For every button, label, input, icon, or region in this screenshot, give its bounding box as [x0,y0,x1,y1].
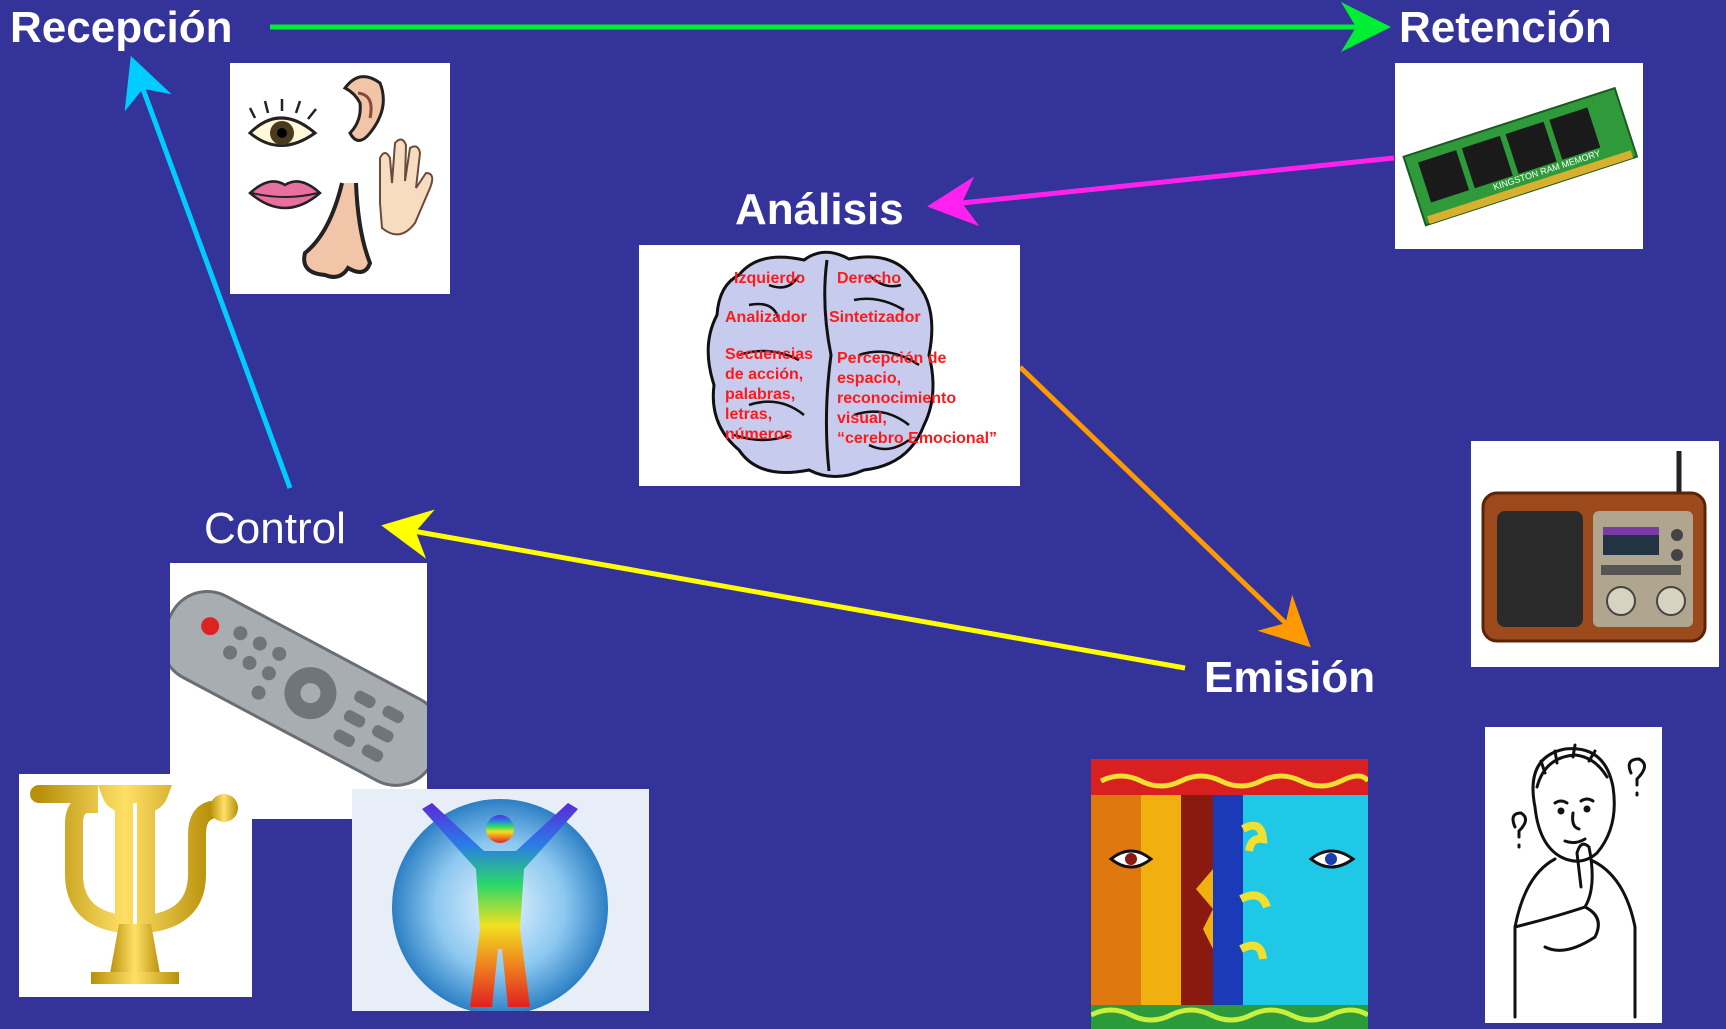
brain-right-title: Derecho [837,270,901,287]
senses-icon [247,75,434,279]
remote-control-icon [170,589,427,787]
ram-image: KINGSTON RAM MEMORY [1395,63,1643,249]
brain-right-line-1: Percepción de [837,350,946,367]
arrow-analisis-to-emision [1018,365,1311,648]
senses-image [230,63,450,294]
brain-left-line-5: números [725,426,793,443]
radio-icon [1481,451,1707,643]
radio-image [1471,441,1719,667]
aura-image [352,789,649,1011]
brain-left-title: Izquierdo [734,270,805,287]
faces-image [1091,759,1368,1029]
ram-memory-icon: KINGSTON RAM MEMORY [1395,63,1643,249]
psi-image [19,774,252,997]
label-recepcion: Recepción [10,3,233,52]
brain-left-line-4: letras, [725,406,772,423]
brain-left-line-1: Secuencias [725,346,813,363]
label-retencion: Retención [1399,3,1612,52]
brain-left-line-3: palabras, [725,386,795,403]
thinking-image [1485,727,1662,1023]
label-emision: Emisión [1204,653,1376,702]
brain-image: Izquierdo Derecho Analizador Sintetizado… [639,245,1020,486]
brain-right-line-5: “cerebro Emocional” [837,430,997,447]
brain-right-role: Sintetizador [829,309,921,326]
brain-left-line-2: de acción, [725,366,803,383]
arrow-retencion-to-analisis [927,155,1395,227]
label-control: Control [204,504,346,553]
arrow-emision-to-control [381,509,1186,671]
aura-figure-icon [392,799,608,1011]
brain-right-line-2: espacio, [837,370,901,387]
thinking-person-icon [1511,743,1646,1019]
psi-icon [30,785,238,984]
brain-right-line-4: visual, [837,410,887,427]
brain-right-line-3: reconocimiento [837,390,956,407]
arrow-control-to-recepcion [124,55,293,489]
brain-left-role: Analizador [725,309,807,326]
two-faces-icon [1091,759,1368,1023]
label-analisis: Análisis [735,185,904,234]
brain-icon: Izquierdo Derecho Analizador Sintetizado… [706,250,997,478]
